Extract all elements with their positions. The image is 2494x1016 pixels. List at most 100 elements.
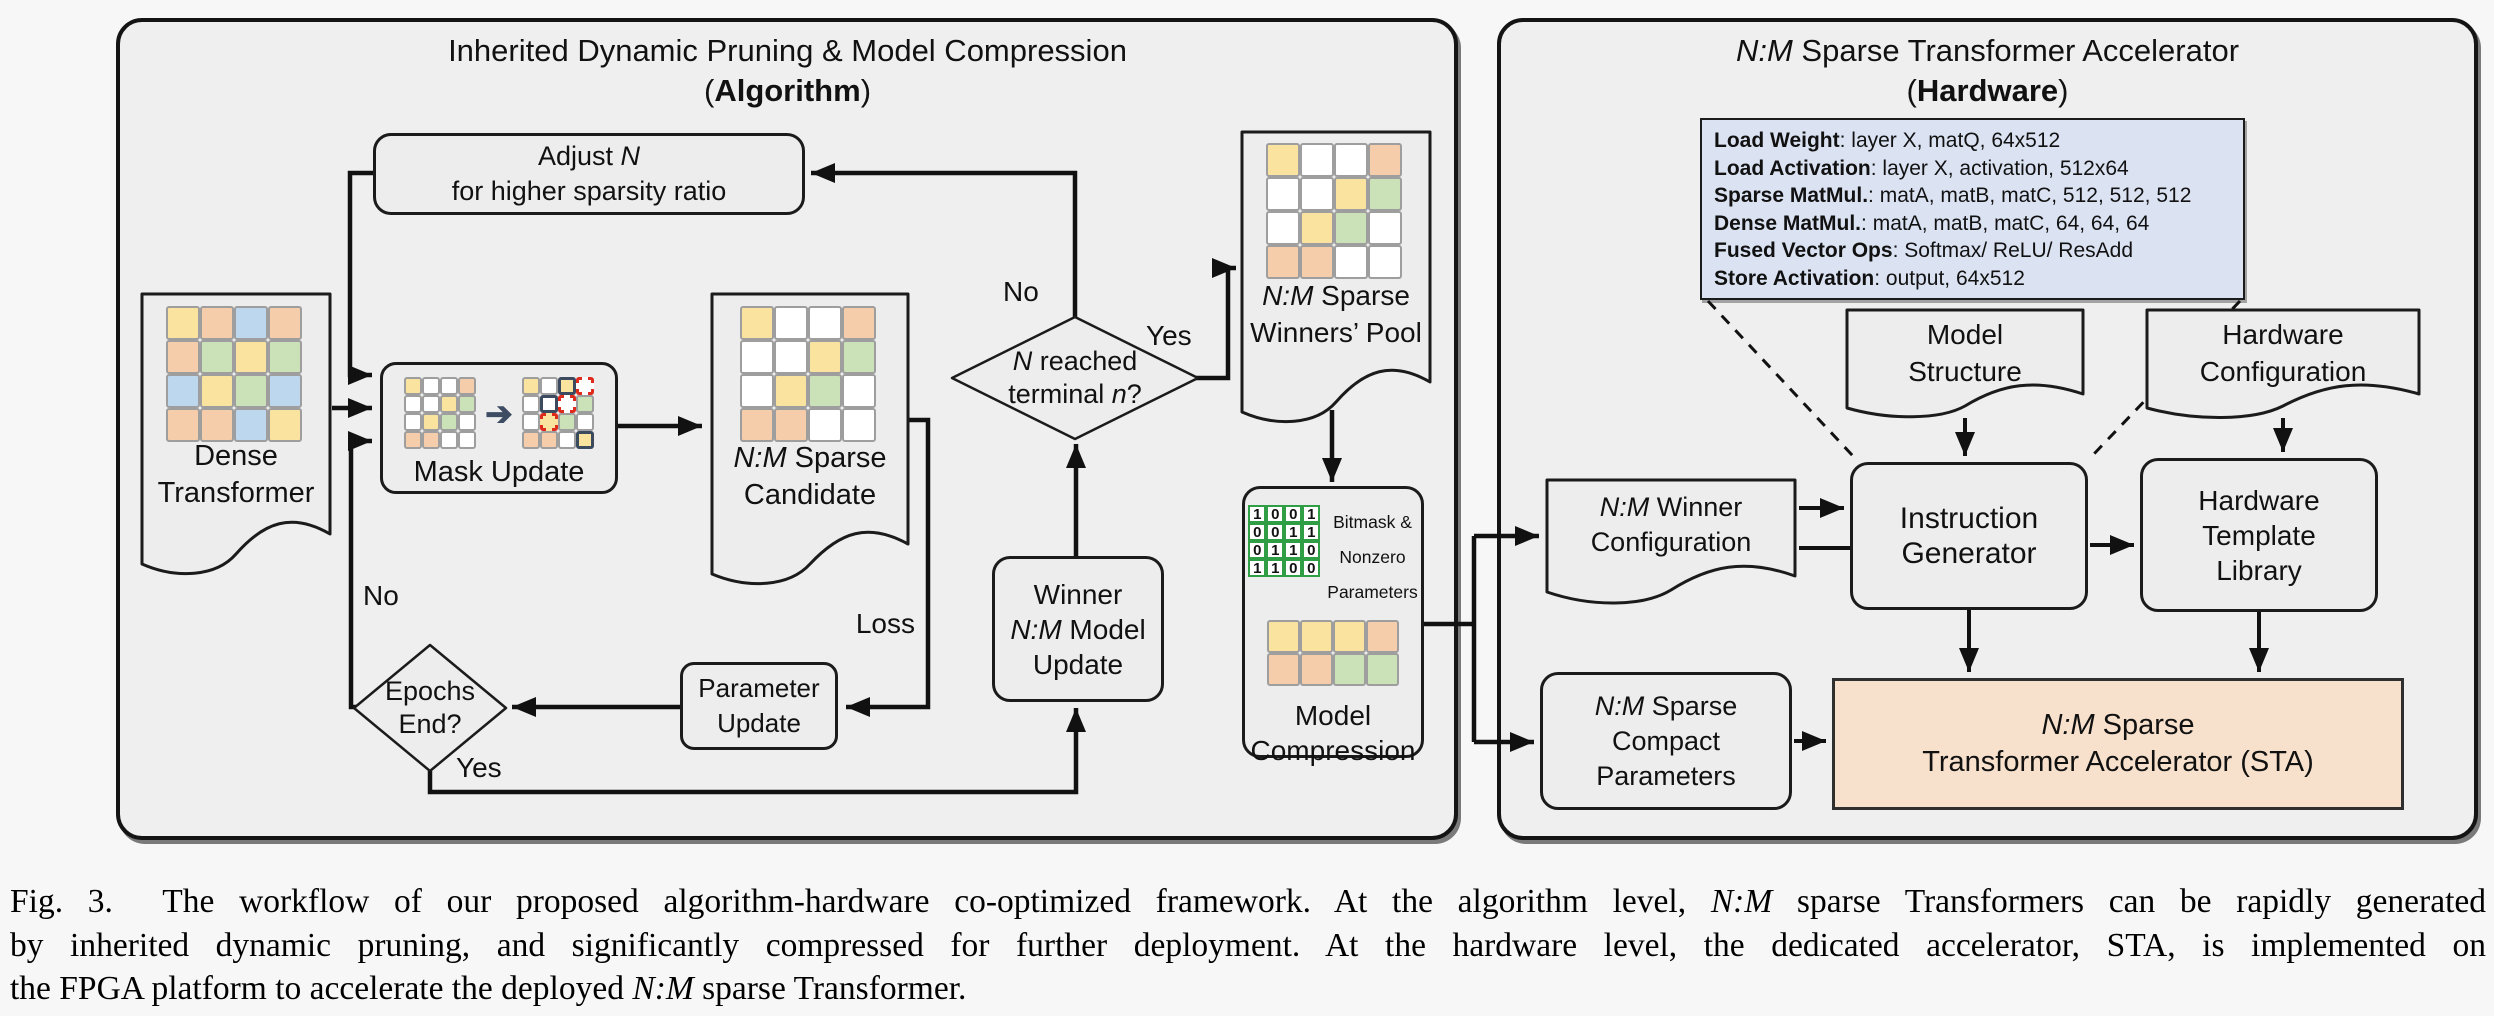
grid-cell [740,306,774,340]
grid-cell [1267,620,1300,653]
grid-cell: 1 [1302,523,1321,541]
grid-cell [268,374,302,408]
grid-cell [458,395,477,413]
grid-cell [774,408,808,442]
grid-cell [1266,245,1300,279]
grid-cell [575,395,594,413]
grid-cell [200,408,234,442]
grid-cell [1300,620,1333,653]
grid-cell: 0 [1284,505,1303,523]
grid-cell [268,306,302,340]
grid-cell [539,377,558,395]
grid-cell: 1 [1302,505,1321,523]
grid-cell [404,413,423,431]
grid-cell [521,413,540,431]
grid-cell [422,377,441,395]
grid-cell [774,306,808,340]
grid-cell [1368,143,1402,177]
grid-cell [1300,143,1334,177]
caption-line-2: by inherited dynamic pruning, and signif… [10,926,2486,964]
grid-cell [440,377,459,395]
grid-cell: 1 [1284,541,1303,559]
grid-cell [440,413,459,431]
grid-cell [200,374,234,408]
grid-cell [200,306,234,340]
hardware-panel-subtitle: (Hardware) [1906,73,2069,108]
grid-cell [234,340,268,374]
grid-cell [1266,177,1300,211]
grid-cell [166,306,200,340]
grid-cell [575,431,594,449]
grid-cell: 0 [1302,541,1321,559]
caption-line-1: Fig. 3. The workflow of our proposed alg… [10,883,2486,920]
grid-cell [458,431,477,449]
grid-cell: 1 [1284,523,1303,541]
grid-cell [1368,177,1402,211]
edge-label-yes-right: Yes [1146,320,1192,351]
grid-cell: 0 [1266,523,1285,541]
algorithm-panel-subtitle: (Algorithm) [703,73,872,108]
grid-cell [842,306,876,340]
grid-cell [440,431,459,449]
algorithm-panel-title: Inherited Dynamic Pruning & Model Compre… [448,33,1127,68]
grid-cell: 0 [1266,505,1285,523]
grid-cell [422,395,441,413]
grid-cell [234,306,268,340]
grid-cell [422,431,441,449]
grid-cell [458,377,477,395]
grid-cell [268,340,302,374]
grid-cell: 1 [1266,559,1285,577]
mask-update-label: Mask Update [413,456,585,488]
grid-cell [539,431,558,449]
grid-cell [458,413,477,431]
figure-caption: Fig. 3. The workflow of our proposed alg… [10,880,2486,1011]
grid-cell [1267,653,1300,686]
mask-before-grid [404,377,477,449]
grid-cell [166,340,200,374]
grid-cell [740,340,774,374]
grid-cell [575,377,594,395]
grid-cell [1300,211,1334,245]
grid-cell [1333,653,1366,686]
grid-cell [808,340,842,374]
grid-cell: 0 [1302,559,1321,577]
arrow-right-icon: ➔ [485,394,513,432]
edge-label-no-top: No [1003,276,1039,307]
grid-cell [1334,211,1368,245]
grid-cell [200,340,234,374]
grid-cell [808,306,842,340]
grid-cell [740,374,774,408]
grid-cell [404,395,423,413]
mask-update-box: ➔ Mask Update [380,362,618,494]
grid-cell [1300,653,1333,686]
grid-cell [774,340,808,374]
hardware-panel-title: N:M Sparse Transformer Accelerator [1735,33,2240,68]
grid-cell [575,413,594,431]
grid-cell [440,395,459,413]
grid-cell [1334,245,1368,279]
grid-cell [1300,177,1334,211]
